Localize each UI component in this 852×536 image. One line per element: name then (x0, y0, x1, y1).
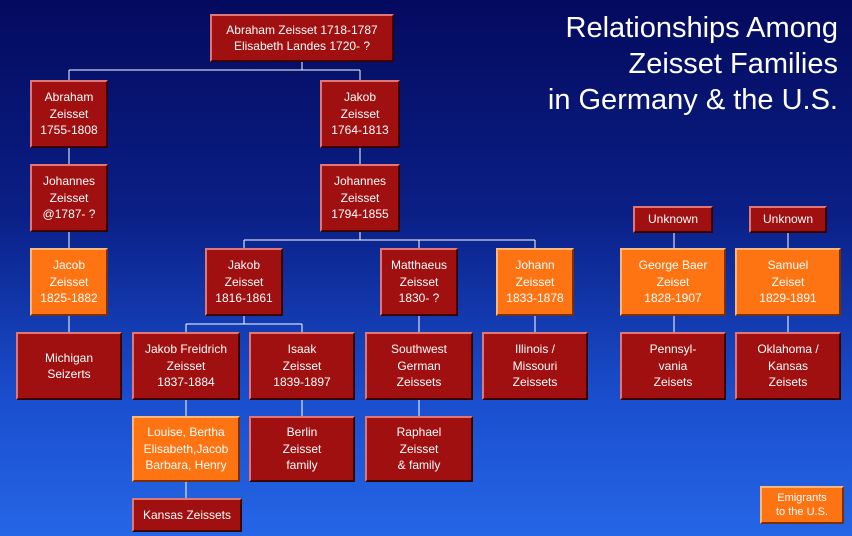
node-line: Zeisset (399, 274, 439, 289)
diagram-title: Relationships Among Zeisset Families in … (478, 10, 838, 118)
node-line: 1830- ? (398, 291, 440, 306)
node-oklahoma-kansas-zeisets: Oklahoma / Kansas Zeisets (735, 332, 841, 400)
node-line: Zeisset (166, 358, 206, 373)
node-line: Jacob (52, 258, 86, 273)
node-johannes-1787: Johannes Zeisset @1787- ? (30, 164, 108, 232)
node-jakob-1816: Jakob Zeisset 1816-1861 (205, 248, 283, 316)
node-line: Zeisset (282, 441, 322, 456)
node-line: Johannes (42, 174, 96, 189)
node-line: Zeisset (282, 358, 322, 373)
node-line: Zeisset (49, 190, 89, 205)
node-illinois-missouri: Illinois / Missouri Zeissets (482, 332, 588, 400)
node-line: Zeisset (340, 106, 380, 121)
node-michigan-seizerts: Michigan Seizerts (16, 332, 122, 400)
node-line: Matthaeus (390, 258, 448, 273)
node-george-baer: George Baer Zeiset 1828-1907 (620, 248, 726, 316)
node-line: Illinois / (514, 342, 555, 357)
node-kansas-zeissets: Kansas Zeissets (132, 498, 242, 532)
node-line: vania (658, 358, 688, 373)
node-line: 1764-1813 (331, 123, 389, 138)
node-line: Jakob Freidrich (144, 342, 228, 357)
node-line: Oklahoma / (757, 342, 819, 357)
node-line: Zeisets (768, 375, 808, 390)
node-louise-siblings: Louise, Bertha Elisabeth,Jacob Barbara, … (132, 416, 240, 482)
node-line: Zeisset (515, 274, 555, 289)
node-line: 1755-1808 (40, 123, 98, 138)
node-line: Louise, Bertha (147, 425, 225, 440)
node-line: Jakob (343, 90, 377, 105)
node-line: Southwest (390, 342, 448, 357)
node-line: Berlin (286, 425, 318, 440)
node-line: 1829-1891 (759, 291, 817, 306)
node-line: 1837-1884 (157, 375, 215, 390)
node-line: Unknown (647, 212, 699, 227)
node-line: Missouri (512, 358, 558, 373)
title-line-1: Relationships Among (565, 12, 838, 44)
node-line: Zeisset (399, 441, 439, 456)
node-line: Zeisets (653, 375, 693, 390)
legend-line: Emigrants (777, 492, 827, 504)
node-line: Raphael (396, 425, 442, 440)
node-line: Samuel (767, 258, 809, 273)
node-line: 1816-1861 (215, 291, 273, 306)
node-line: Abraham (44, 90, 94, 105)
node-line: Barbara, Henry (145, 458, 227, 473)
node-line: Jakob (227, 258, 261, 273)
node-unknown-1: Unknown (633, 206, 713, 233)
node-line: Zeisset (49, 274, 89, 289)
node-line: 1825-1882 (40, 291, 98, 306)
node-isaak: Isaak Zeisset 1839-1897 (249, 332, 355, 400)
title-line-3: in Germany & the U.S. (547, 84, 838, 116)
node-line: 1833-1878 (506, 291, 564, 306)
node-line: family (286, 458, 318, 473)
node-line: Seizerts (47, 367, 91, 381)
node-line: German (397, 358, 441, 373)
node-southwest-german: Southwest German Zeissets (365, 332, 473, 400)
node-abraham-1718: Abraham Zeisset 1718-1787 Elisabeth Land… (210, 14, 394, 62)
node-line: Zeisset (340, 190, 380, 205)
node-line: Johann (515, 258, 555, 273)
node-line: Johannes (333, 174, 387, 189)
node-line: Zeisset (49, 106, 89, 121)
node-line: Zeiset (656, 274, 690, 289)
node-abraham-1755: Abraham Zeisset 1755-1808 (30, 80, 108, 148)
node-line: Abraham Zeisset 1718-1787 (226, 22, 378, 37)
node-pennsylvania-zeisets: Pennsyl- vania Zeisets (620, 332, 726, 400)
node-matthaeus-1830: Matthaeus Zeisset 1830- ? (380, 248, 458, 316)
node-line: Zeisset (224, 274, 264, 289)
title-line-2: Zeisset Families (628, 48, 839, 80)
node-johann-1833: Johann Zeisset 1833-1878 (496, 248, 574, 316)
node-line: @1787- ? (42, 207, 96, 222)
node-line: Elisabeth,Jacob (143, 441, 229, 456)
node-line: Zeiset (771, 274, 805, 289)
node-line: Kansas Zeissets (142, 507, 232, 522)
node-johannes-1794: Johannes Zeisset 1794-1855 (320, 164, 400, 232)
node-line: 1794-1855 (331, 207, 389, 222)
node-berlin-family: Berlin Zeisset family (249, 416, 355, 482)
node-line: Michigan (44, 350, 94, 365)
node-jakob-1764: Jakob Zeisset 1764-1813 (320, 80, 400, 148)
legend-line: to the U.S. (776, 506, 828, 518)
node-line: Unknown (762, 212, 814, 227)
node-line: 1828-1907 (644, 291, 702, 306)
node-line: Zeissets (512, 375, 558, 390)
node-jakob-freidrich: Jakob Freidrich Zeisset 1837-1884 (132, 332, 240, 400)
node-line: George Baer (638, 258, 708, 273)
node-line: Zeissets (396, 375, 442, 390)
node-line: Isaak (287, 342, 317, 357)
node-raphael-family: Raphael Zeisset & family (365, 416, 473, 482)
node-line: & family (397, 458, 441, 473)
node-jacob-1825: Jacob Zeisset 1825-1882 (30, 248, 108, 316)
node-samuel: Samuel Zeiset 1829-1891 (735, 248, 841, 316)
node-unknown-2: Unknown (749, 206, 827, 233)
node-line: Elisabeth Landes 1720- ? (233, 39, 371, 53)
node-line: Kansas (767, 358, 809, 373)
node-line: 1839-1897 (273, 375, 331, 390)
legend-emigrants: Emigrants to the U.S. (760, 486, 844, 524)
node-line: Pennsyl- (649, 342, 697, 357)
